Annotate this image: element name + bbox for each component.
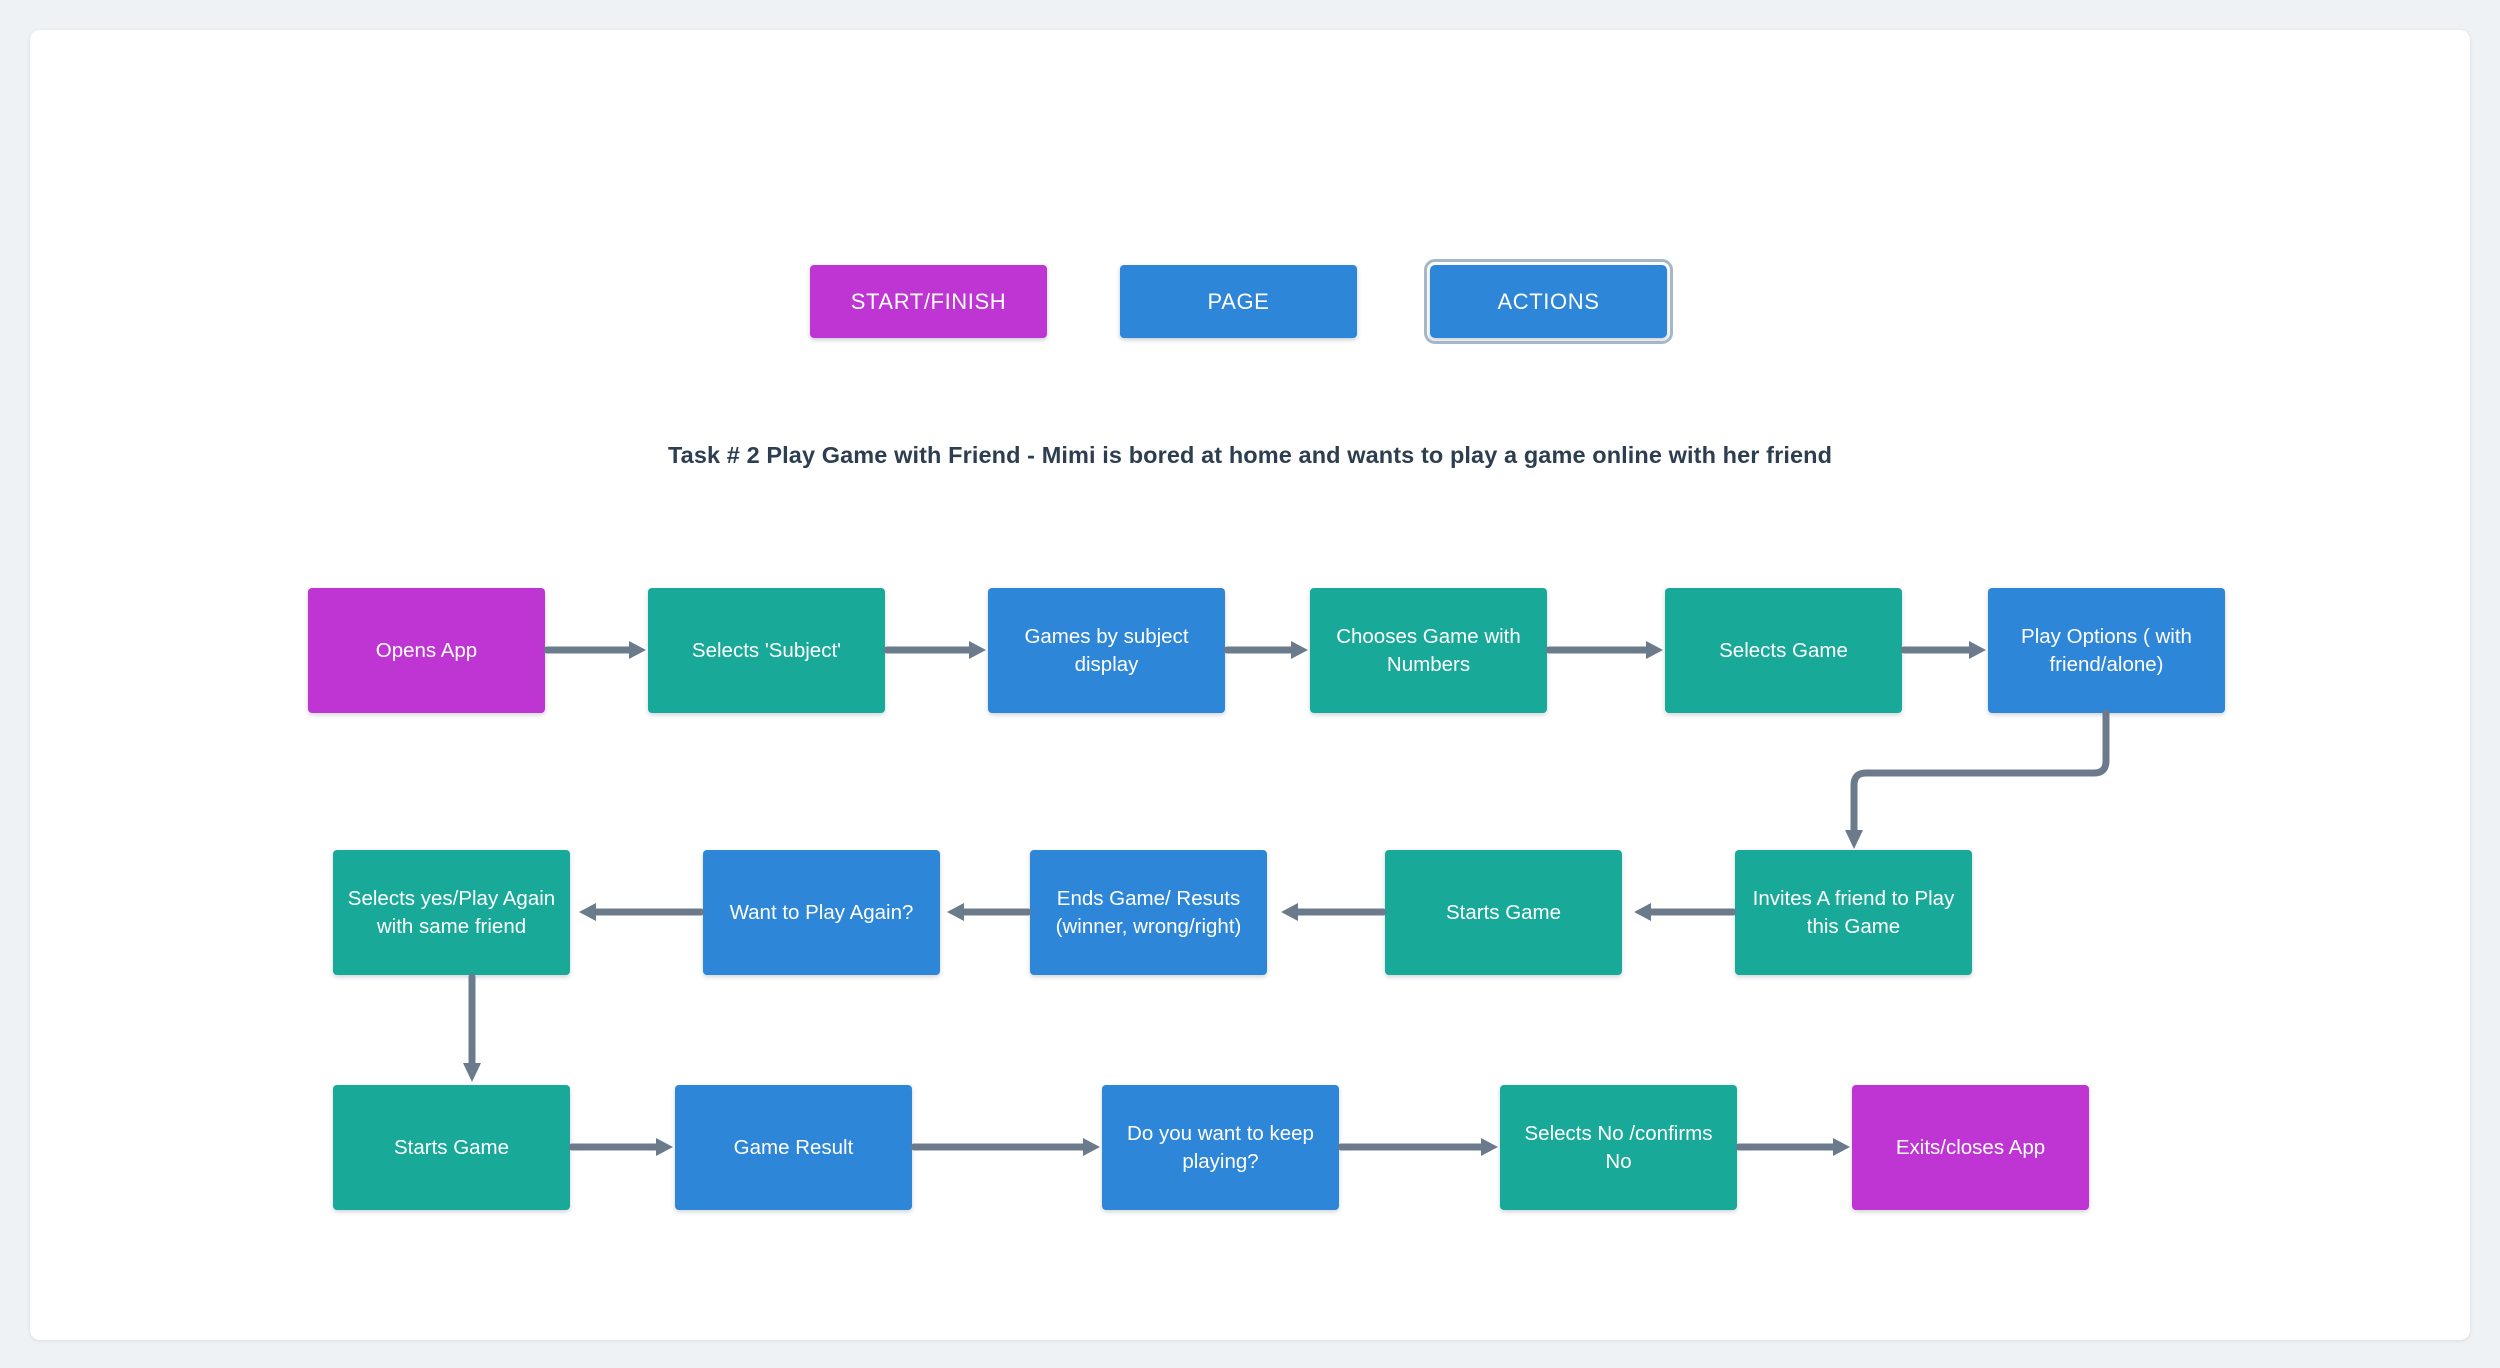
arrow-want-to-play-again-to-selects-yes xyxy=(570,900,705,924)
node-label: Starts Game xyxy=(393,1135,510,1159)
node-do-you-want-to-keep-playing[interactable]: Do you want to keep playing? xyxy=(1102,1085,1339,1210)
arrow-selects-yes-to-starts-game xyxy=(460,973,484,1085)
node-label: Game Result xyxy=(733,1135,854,1159)
arrow-games-display-to-chooses-game xyxy=(1223,638,1310,662)
node-selects-yes-play-again[interactable]: Selects yes/Play Again with same friend xyxy=(333,850,570,975)
node-game-result[interactable]: Game Result xyxy=(675,1085,912,1210)
legend-start-finish[interactable]: START/FINISH xyxy=(810,265,1047,338)
node-invites-a-friend[interactable]: Invites A friend to Play this Game xyxy=(1735,850,1972,975)
arrow-play-options-to-invites-friend xyxy=(1820,709,2140,853)
arrow-keep-playing-to-selects-no xyxy=(1337,1135,1500,1159)
node-label: Selects 'Subject' xyxy=(691,638,842,662)
node-label: Play Options ( with friend/alone) xyxy=(2021,625,2192,676)
legend-page[interactable]: PAGE xyxy=(1120,265,1357,338)
node-starts-game-row3[interactable]: Starts Game xyxy=(333,1085,570,1210)
arrow-selects-no-to-exits-app xyxy=(1735,1135,1852,1159)
node-ends-game-results[interactable]: Ends Game/ Resuts (winner, wrong/right) xyxy=(1030,850,1267,975)
legend-start-finish-label: START/FINISH xyxy=(850,288,1007,314)
node-label: Starts Game xyxy=(1445,900,1562,924)
node-label: Do you want to keep playing? xyxy=(1127,1122,1314,1173)
node-label: Selects yes/Play Again with same friend xyxy=(347,887,556,938)
node-games-by-subject-display[interactable]: Games by subject display xyxy=(988,588,1225,713)
arrow-selects-subject-to-games-display xyxy=(883,638,988,662)
arrow-ends-game-to-want-to-play-again xyxy=(940,900,1032,924)
node-label: Chooses Game with Numbers xyxy=(1336,625,1521,676)
node-label: Invites A friend to Play this Game xyxy=(1752,887,1955,938)
node-label: Selects No /confirms No xyxy=(1524,1122,1713,1173)
node-play-options[interactable]: Play Options ( with friend/alone) xyxy=(1988,588,2225,713)
legend-actions-label: ACTIONS xyxy=(1497,288,1600,314)
node-chooses-game-with-numbers[interactable]: Chooses Game with Numbers xyxy=(1310,588,1547,713)
node-label: Want to Play Again? xyxy=(729,900,914,924)
node-exits-closes-app[interactable]: Exits/closes App xyxy=(1852,1085,2089,1210)
node-opens-app[interactable]: Opens App xyxy=(308,588,545,713)
node-starts-game-row2[interactable]: Starts Game xyxy=(1385,850,1622,975)
arrow-game-result-to-keep-playing xyxy=(910,1135,1102,1159)
arrow-selects-game-to-play-options xyxy=(1900,638,1988,662)
node-label: Games by subject display xyxy=(1024,625,1189,676)
arrow-starts-game-to-ends-game xyxy=(1267,900,1387,924)
node-label: Ends Game/ Resuts (winner, wrong/right) xyxy=(1055,887,1242,938)
flow-title: Task # 2 Play Game with Friend - Mimi is… xyxy=(667,442,1833,468)
node-selects-subject[interactable]: Selects 'Subject' xyxy=(648,588,885,713)
node-label: Opens App xyxy=(375,638,478,662)
arrow-chooses-game-to-selects-game xyxy=(1545,638,1665,662)
node-selects-no-confirms-no[interactable]: Selects No /confirms No xyxy=(1500,1085,1737,1210)
node-label: Exits/closes App xyxy=(1895,1135,2046,1159)
arrow-starts-game-to-game-result xyxy=(568,1135,675,1159)
arrow-opens-app-to-selects-subject xyxy=(543,638,648,662)
arrow-invites-friend-to-starts-game xyxy=(1622,900,1737,924)
node-label: Selects Game xyxy=(1719,638,1848,662)
legend-page-label: PAGE xyxy=(1207,288,1270,314)
node-want-to-play-again[interactable]: Want to Play Again? xyxy=(703,850,940,975)
legend-actions[interactable]: ACTIONS xyxy=(1424,259,1673,344)
diagram-canvas: START/FINISH PAGE ACTIONS Task # 2 Play … xyxy=(30,30,2470,1340)
node-selects-game-row1[interactable]: Selects Game xyxy=(1665,588,1902,713)
